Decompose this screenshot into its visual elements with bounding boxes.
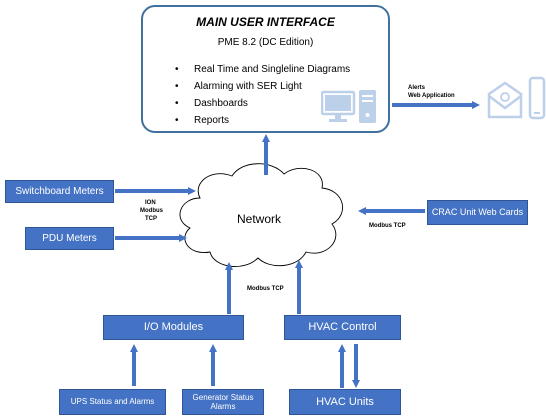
email-icon xyxy=(487,81,523,119)
io-modbus-tcp-label: Modbus TCP xyxy=(247,286,284,292)
crac-modbus-tcp-label: Modbus TCP xyxy=(369,223,406,229)
main-ui-feature-list: •Real Time and Singleline Diagrams •Alar… xyxy=(175,64,350,132)
list-item: •Reports xyxy=(175,115,230,126)
computer-icon xyxy=(321,90,376,123)
crac-unit-web-cards-box: CRAC Unit Web Cards xyxy=(427,200,528,225)
alerts-label: Alerts xyxy=(408,85,426,91)
list-item: •Dashboards xyxy=(175,98,248,109)
network-label: Network xyxy=(237,212,282,226)
generator-status-alarms-box: Generator Status Alarms xyxy=(182,389,264,415)
tcp-label: TCP xyxy=(145,216,157,222)
network-cloud xyxy=(179,163,343,267)
switchboard-meters-box: Switchboard Meters xyxy=(5,180,114,203)
hvac-control-box: HVAC Control xyxy=(284,315,401,340)
ups-status-alarms-box: UPS Status and Alarms xyxy=(59,389,166,415)
mobile-phone-icon xyxy=(528,76,546,120)
hvac-units-box: HVAC Units xyxy=(289,389,401,415)
main-ui-title: MAIN USER INTERFACE xyxy=(196,15,335,29)
list-item: •Alarming with SER Light xyxy=(175,81,302,92)
pdu-meters-box: PDU Meters xyxy=(25,227,114,250)
web-application-label: Web Application xyxy=(408,93,455,99)
main-user-interface-panel: MAIN USER INTERFACE PME 8.2 (DC Edition)… xyxy=(141,5,390,133)
main-ui-subtitle: PME 8.2 (DC Edition) xyxy=(217,37,314,48)
list-item: •Real Time and Singleline Diagrams xyxy=(175,64,351,75)
ion-label: ION xyxy=(145,200,156,206)
io-modules-box: I/O Modules xyxy=(103,315,244,340)
modbus-label: Modbus xyxy=(140,208,163,214)
